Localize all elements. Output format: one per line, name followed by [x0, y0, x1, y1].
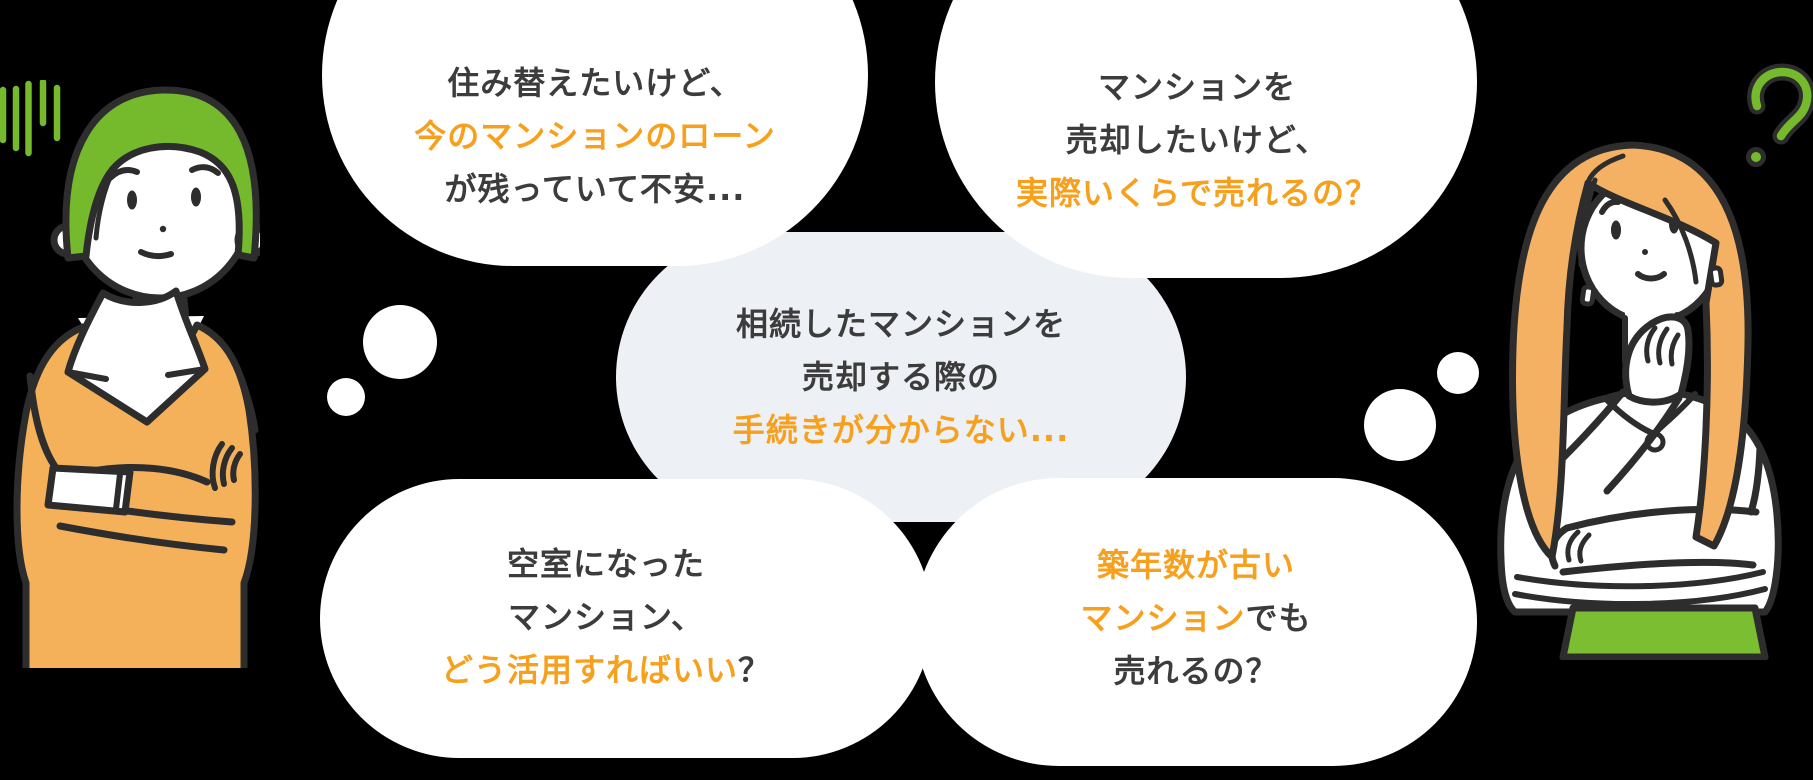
bubble-text-segment: どう活用すればいい [440, 651, 738, 689]
bubble-text-segment: 実際いくらで売れるの？ [1015, 174, 1379, 212]
bubble-text-segment: 築年数が古い [1096, 546, 1295, 584]
thinking-woman-illustration [1497, 63, 1813, 660]
bubble-text-segment: でも [1245, 599, 1312, 637]
thought-dot [327, 378, 365, 416]
speech-bubble-inheritance-procedure: 相続したマンションを 売却する際の 手続きが分からない... [616, 232, 1186, 522]
bubble-text-segment: 売却したいけど、 [1065, 121, 1329, 159]
question-mark-icon [1746, 63, 1813, 167]
speech-bubble-vacant-room: 空室になった マンション、 どう活用すればいい？ [320, 479, 932, 758]
thought-dot [1364, 389, 1436, 461]
bubble-line: 今のマンションのローン [322, 110, 868, 163]
bubble-line: 実際いくらで売れるの？ [926, 167, 1468, 220]
bubble-text-segment: 売れるの？ [1113, 652, 1279, 690]
bubble-line: マンションでも [915, 592, 1477, 645]
bubble-text-segment: 売却する際の [801, 358, 1000, 396]
bubble-text-segment: 手続きが分からない... [732, 411, 1070, 449]
bubble-text-segment: 相続したマンションを [735, 305, 1066, 343]
bubble-line: 住み替えたいけど、 [322, 57, 868, 110]
bubble-line: 相続したマンションを [616, 298, 1186, 351]
bubble-text: 住み替えたいけど、 今のマンションのローン が残っていて不安... [322, 57, 868, 216]
bubble-text-segment: 空室になった [506, 545, 705, 583]
bubble-line: 売却する際の [616, 351, 1186, 404]
bubble-line: 築年数が古い [915, 539, 1477, 592]
bubble-text: 築年数が古い マンションでも 売れるの？ [915, 539, 1477, 698]
bubble-line: 売れるの？ [915, 645, 1477, 698]
bubble-line: どう活用すればいい？ [300, 644, 912, 697]
bubble-text-segment: が残っていて不安... [444, 170, 746, 208]
bubble-line: マンションを [926, 61, 1468, 114]
speech-bubble-loan-worry: 住み替えたいけど、 今のマンションのローン が残っていて不安... [322, 0, 868, 266]
bubble-line: 手続きが分からない... [616, 404, 1186, 457]
bubble-text-segment: 住み替えたいけど、 [447, 64, 743, 102]
bubble-text-segment: マンション [1080, 599, 1246, 637]
bubble-line: マンション、 [300, 591, 912, 644]
bubble-text-segment: ？ [738, 651, 772, 689]
bubble-text-segment: マンションを [1097, 68, 1296, 106]
bubble-text: 相続したマンションを 売却する際の 手続きが分からない... [616, 298, 1186, 457]
thought-dot [1437, 352, 1479, 394]
bubble-text-segment: 今のマンションのローン [414, 117, 776, 155]
bubble-text: 空室になった マンション、 どう活用すればいい？ [300, 538, 912, 697]
bubble-text-segment: マンション、 [507, 598, 705, 636]
speech-bubble-old-building: 築年数が古い マンションでも 売れるの？ [915, 478, 1477, 766]
thought-dot [363, 305, 437, 379]
bubble-line: 空室になった [300, 538, 912, 591]
bubble-line: 売却したいけど、 [926, 114, 1468, 167]
stress-lines-icon [0, 80, 61, 157]
speech-bubble-sale-price: マンションを 売却したいけど、 実際いくらで売れるの？ [935, 0, 1477, 278]
worried-man-illustration [13, 86, 260, 668]
bubble-line: が残っていて不安... [322, 163, 868, 216]
bubble-text: マンションを 売却したいけど、 実際いくらで売れるの？ [926, 61, 1468, 220]
